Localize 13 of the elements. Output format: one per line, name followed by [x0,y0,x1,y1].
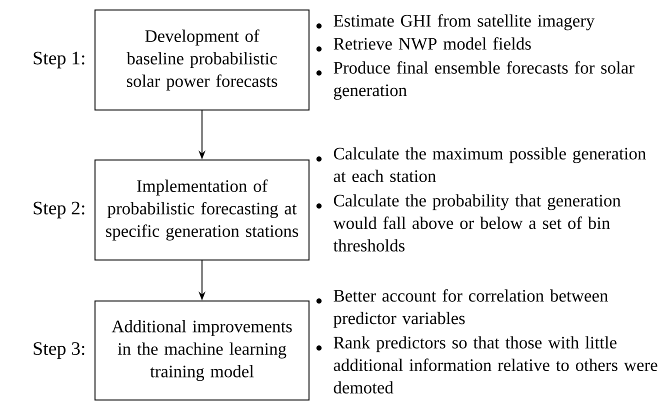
step-label: Step 3: [34,342,84,359]
bullet-text: Rank predictors so that those with little additional information relative to others were demoted [334,336,658,394]
process-box: Development of baseline probabilistic solar power forecasts [94,10,310,110]
bullet-text: Better account for correlation between predictor variables [334,289,608,328]
bullet-text: Calculate the maximum possible generation at each station [334,147,646,182]
process-box: Implementation of probabilistic forecasting at specific generation stations [94,160,310,260]
step-label: Step 1: [34,52,84,68]
bullet-text: Estimate GHI from satellite imagery [334,14,595,30]
bullet-text: Retrieve NWP model fields [334,37,531,50]
step-label: Step 2: [34,202,84,218]
bullet-text: Calculate the probability that generation would fall above or below a set of bin thresholds [333,194,621,252]
process-box: Additional improvements in the machine learning training model [94,300,310,400]
bullet-text: Produce final ensemble forecasts for solar generation [334,61,634,100]
